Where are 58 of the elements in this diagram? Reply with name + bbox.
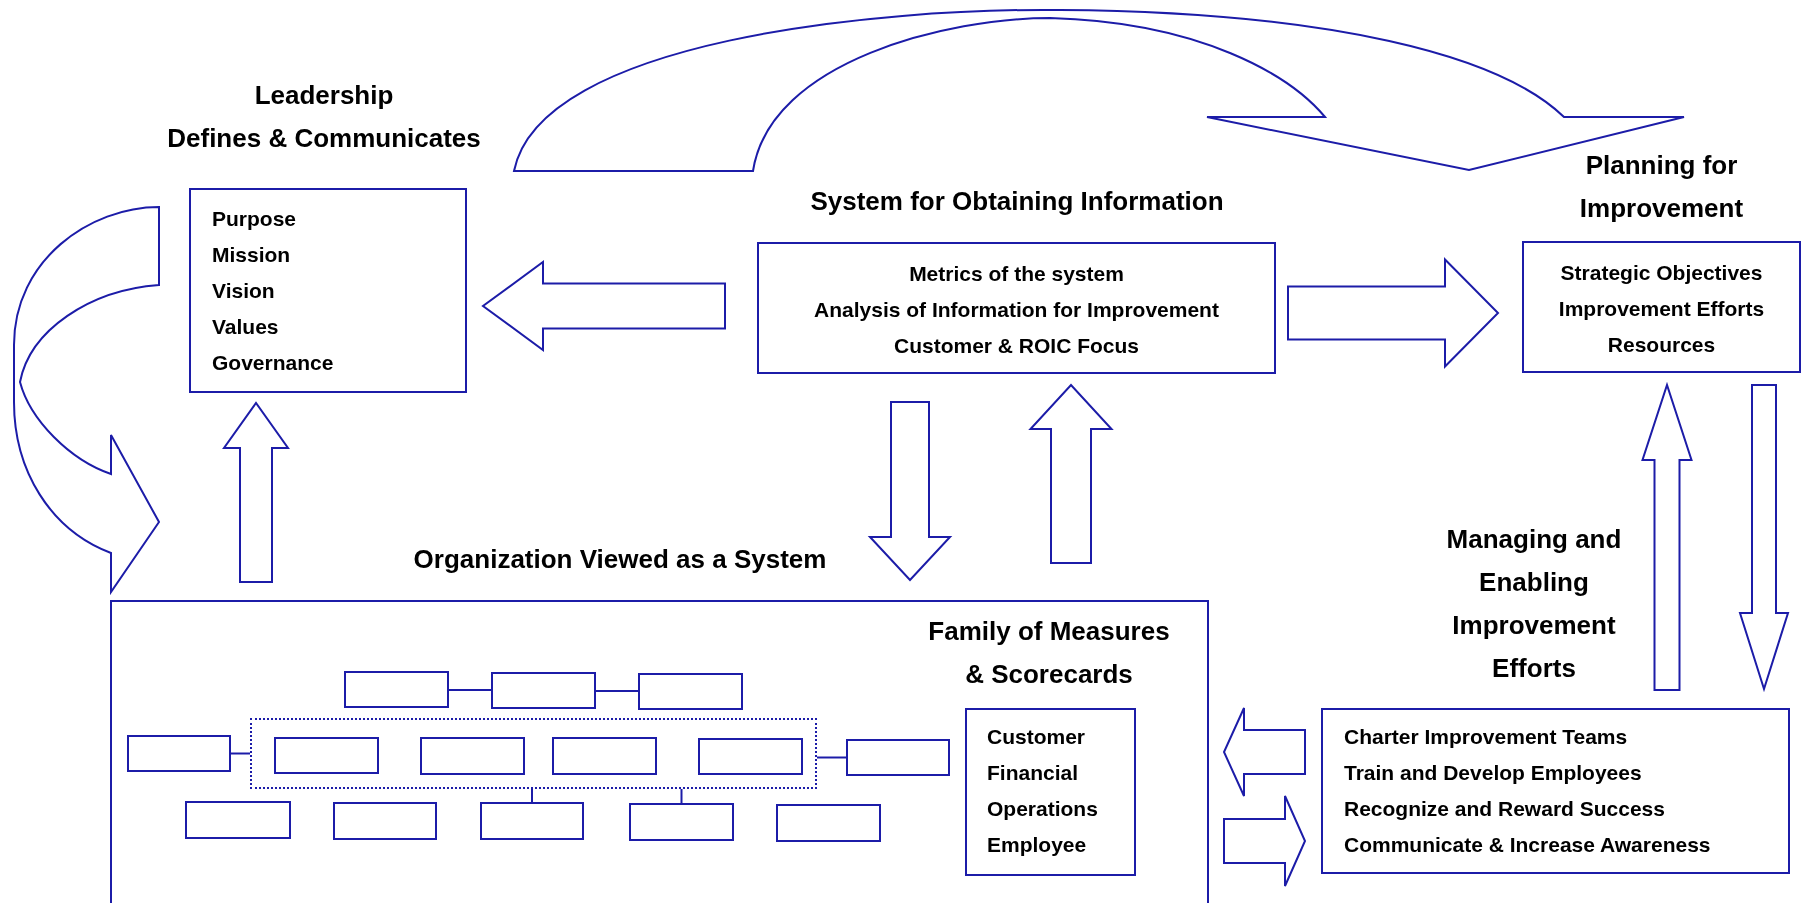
list-item: Values — [212, 314, 280, 340]
list-item: Customer & ROIC Focus — [893, 333, 1140, 359]
heading: Defines & Communicates — [166, 122, 482, 155]
block-arrow — [222, 401, 290, 583]
org-chart-box — [552, 737, 657, 775]
org-chart-box — [185, 801, 291, 839]
org-chart-box — [274, 737, 379, 774]
block-arrow — [1287, 257, 1500, 369]
org-chart-box — [698, 738, 803, 775]
org-chart-box — [480, 802, 584, 840]
connector-line — [595, 690, 639, 692]
list-item: Resources — [1606, 332, 1717, 358]
heading: Leadership — [253, 79, 395, 112]
list-item: Communicate & Increase Awareness — [1344, 832, 1712, 858]
heading: Managing and Enabling Improvement Efforts — [1445, 523, 1623, 685]
connector-line — [816, 756, 847, 759]
list-item: Mission — [212, 242, 292, 268]
heading: Planning for Improvement — [1578, 149, 1745, 225]
curved-block-arrow — [13, 206, 160, 593]
list-item: Metrics of the system — [908, 261, 1125, 287]
list-item: Operations — [987, 796, 1099, 822]
connector-line — [230, 752, 251, 755]
list-item: Customer — [987, 724, 1087, 750]
org-chart-box — [344, 671, 449, 708]
list-item: Analysis of Information for Improvement — [813, 297, 1220, 323]
connector-line — [680, 788, 683, 804]
connector-line — [448, 689, 492, 691]
block-arrow — [1223, 795, 1307, 887]
list-item: Purpose — [212, 206, 298, 232]
org-chart-box — [629, 803, 734, 841]
list-item: Recognize and Reward Success — [1344, 796, 1666, 822]
connector-line — [531, 788, 533, 803]
block-arrow — [1028, 383, 1114, 564]
list-item: Financial — [987, 760, 1080, 786]
heading: System for Obtaining Information — [809, 185, 1225, 218]
heading: Family of Measures & Scorecards — [927, 615, 1171, 691]
org-chart-box — [638, 673, 743, 710]
org-chart-box — [776, 804, 881, 842]
block-arrow — [1641, 381, 1693, 691]
list-item: Governance — [212, 350, 335, 376]
list-item: Train and Develop Employees — [1344, 760, 1643, 786]
list-item: Vision — [212, 278, 276, 304]
org-chart-box — [333, 802, 437, 840]
list-item: Improvement Efforts — [1557, 296, 1766, 322]
dotted-group-box — [250, 718, 817, 789]
org-chart-box — [420, 737, 525, 775]
org-chart-box — [491, 672, 596, 709]
list-item: Strategic Objectives — [1559, 260, 1764, 286]
org-chart-box — [846, 739, 950, 776]
heading: Organization Viewed as a System — [412, 543, 828, 576]
block-arrow — [481, 260, 726, 352]
curved-block-arrow — [513, 9, 1685, 172]
org-chart-box — [127, 735, 231, 772]
list-item: Charter Improvement Teams — [1344, 724, 1629, 750]
list-item: Employee — [987, 832, 1088, 858]
block-arrow — [1222, 707, 1306, 797]
block-arrow — [1738, 384, 1790, 693]
block-arrow — [867, 401, 953, 582]
